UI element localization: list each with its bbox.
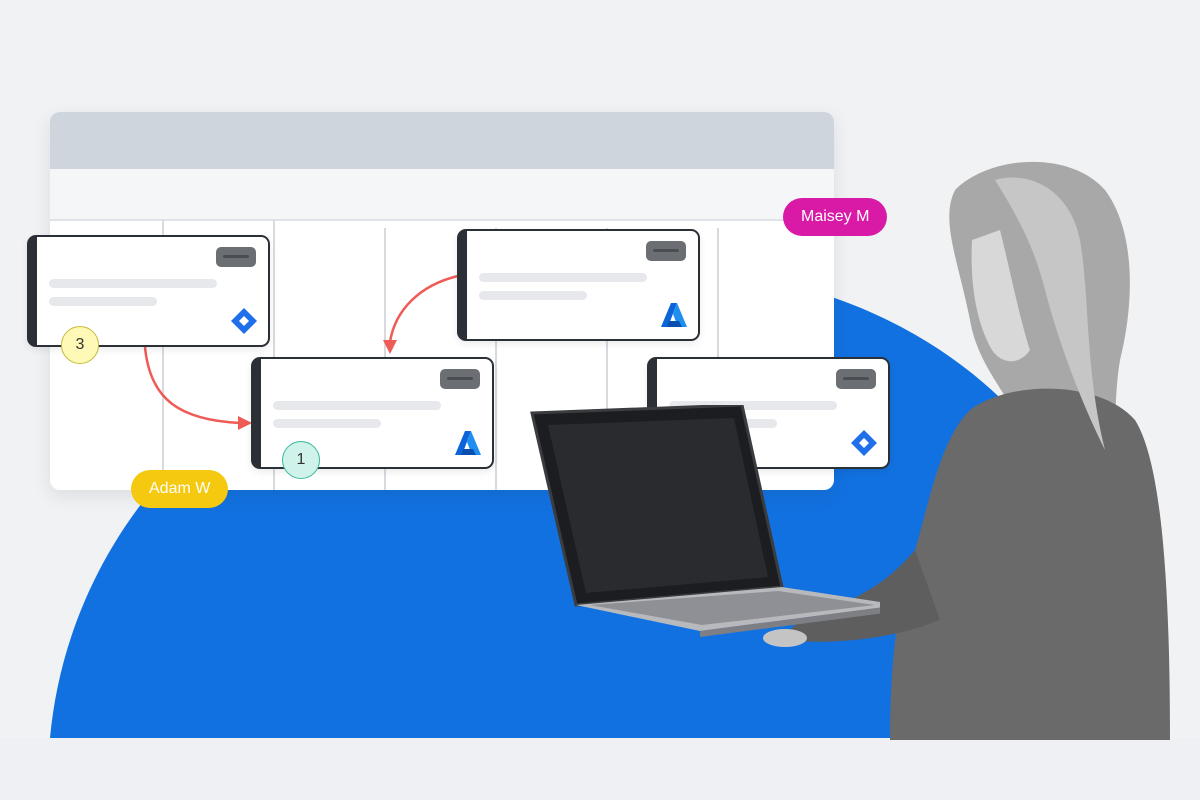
board-header <box>50 112 834 169</box>
column-divider <box>495 228 497 490</box>
jira-icon <box>851 430 877 456</box>
card-text-placeholder <box>669 401 837 410</box>
column-divider <box>273 220 275 490</box>
task-card[interactable] <box>457 229 700 341</box>
board-subheader <box>50 169 834 221</box>
hand <box>763 629 807 647</box>
laptop-display <box>548 418 768 593</box>
card-text-placeholder <box>49 297 157 306</box>
card-text-placeholder <box>273 401 441 410</box>
collaborator-tag-maisey: Maisey M <box>783 198 888 236</box>
sweater <box>890 388 1170 740</box>
card-text-placeholder <box>479 291 587 300</box>
column-divider <box>606 228 608 490</box>
collaborator-tag-adam: Adam W <box>131 470 229 508</box>
card-tag <box>646 241 686 261</box>
laptop-keyboard <box>590 591 875 625</box>
hair-highlight <box>995 177 1105 450</box>
page-bottom-band <box>0 738 1200 800</box>
card-text-placeholder <box>479 273 647 282</box>
jira-icon <box>231 308 257 334</box>
laptop <box>530 405 880 637</box>
face <box>971 230 1030 362</box>
card-text-placeholder <box>49 279 217 288</box>
task-card[interactable] <box>27 235 270 347</box>
person-photo <box>763 161 1170 740</box>
card-tag <box>836 369 876 389</box>
count-badge: 1 <box>282 441 320 479</box>
card-tag <box>440 369 480 389</box>
azure-icon <box>455 431 481 455</box>
laptop-edge <box>700 607 880 637</box>
task-card[interactable] <box>251 357 494 469</box>
count-badge: 3 <box>61 326 99 364</box>
azure-icon <box>661 303 687 327</box>
card-text-placeholder <box>273 419 381 428</box>
card-tag <box>216 247 256 267</box>
